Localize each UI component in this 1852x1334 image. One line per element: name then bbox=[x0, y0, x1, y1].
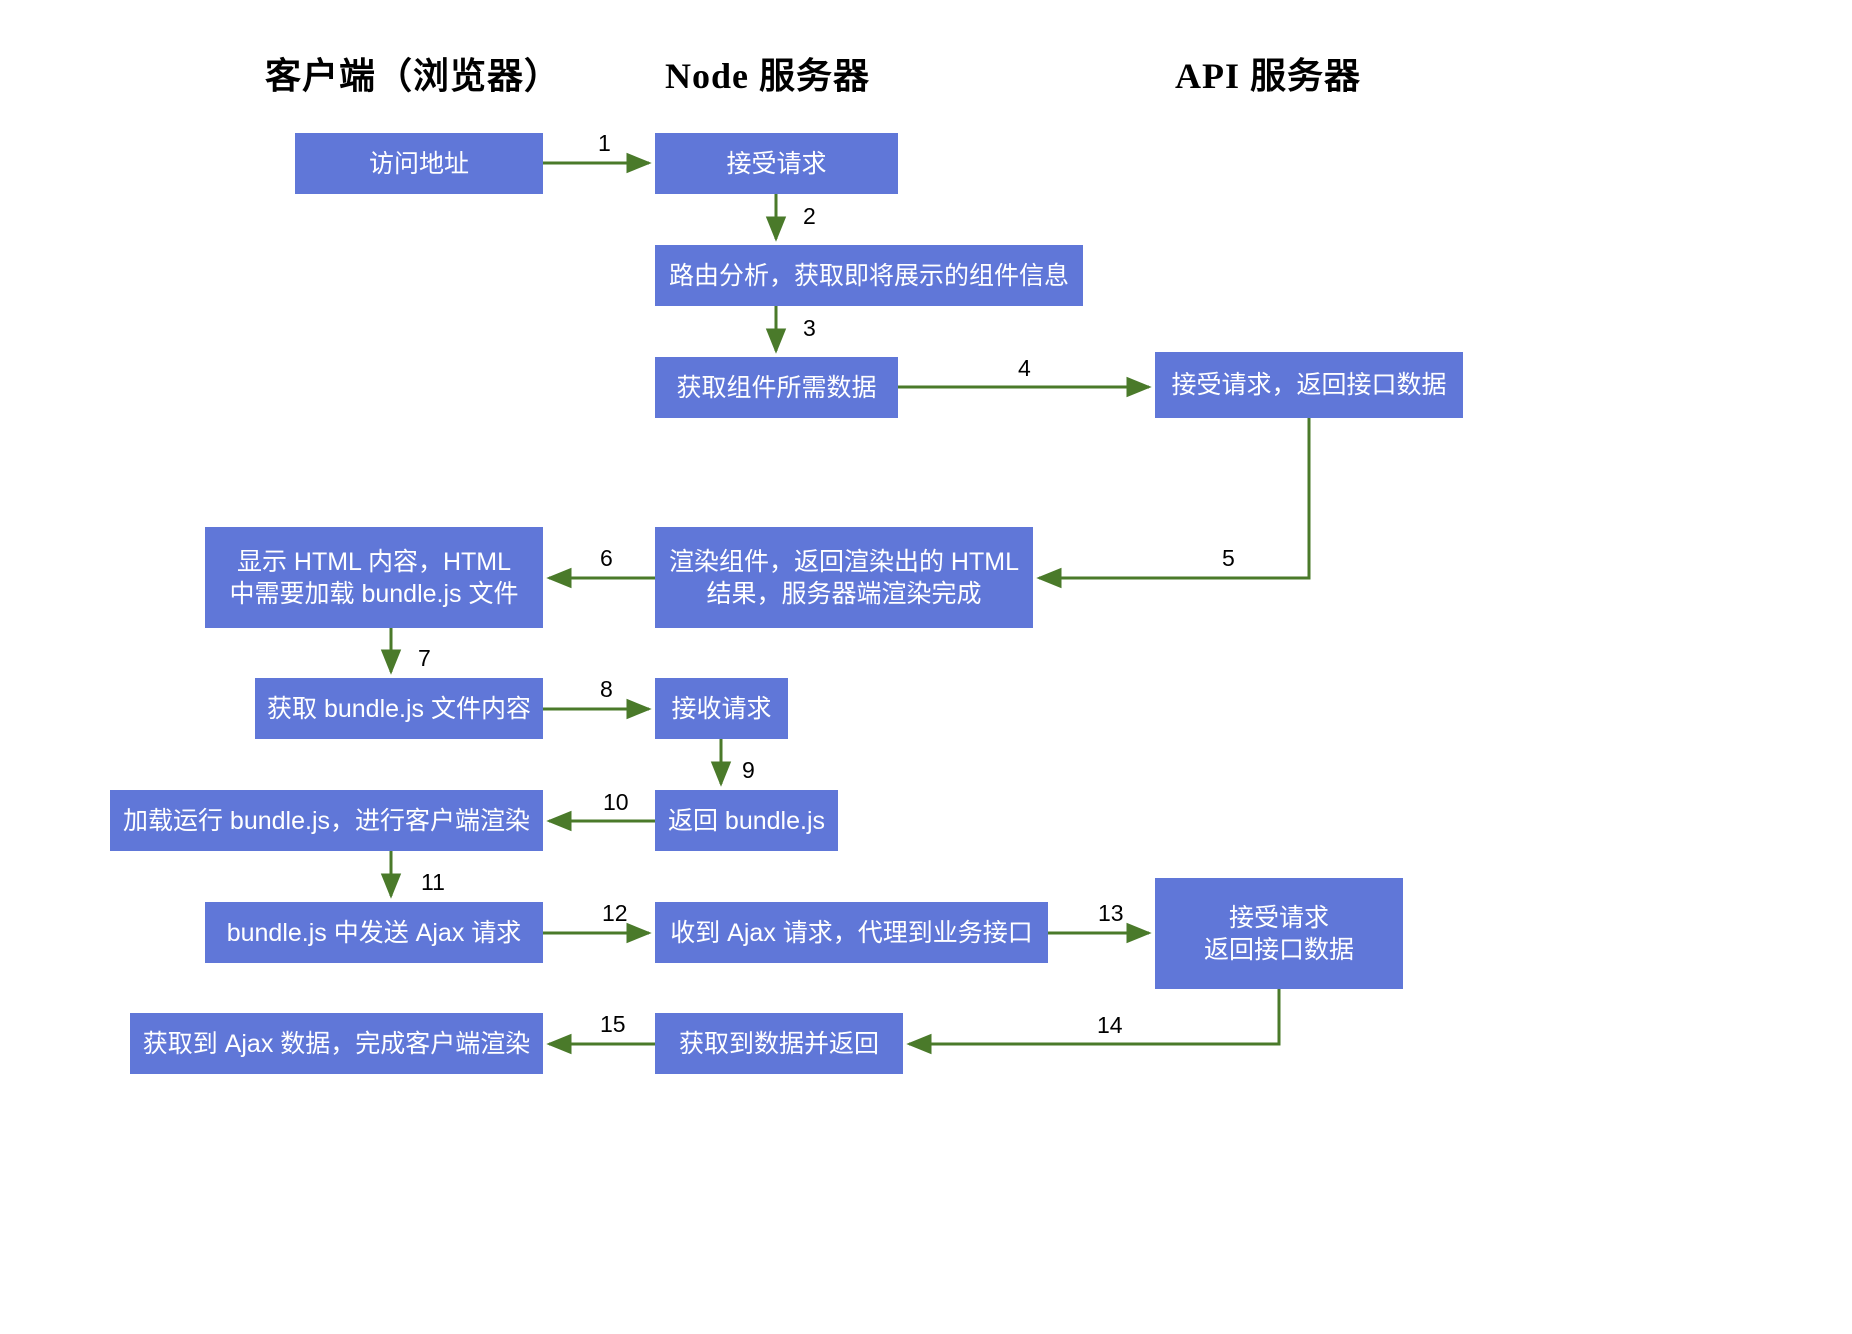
node-receive-request[interactable]: 接收请求 bbox=[655, 678, 788, 739]
node-fetch-bundle-content[interactable]: 获取 bundle.js 文件内容 bbox=[255, 678, 543, 739]
node-return-bundle[interactable]: 返回 bundle.js bbox=[655, 790, 838, 851]
edge-label-14: 14 bbox=[1097, 1012, 1123, 1038]
edge-label-12: 12 bbox=[602, 900, 628, 926]
edge-label-7: 7 bbox=[418, 645, 431, 671]
arrow-5 bbox=[1036, 418, 1311, 589]
node-api-accept-return-data-2[interactable]: 接受请求 返回接口数据 bbox=[1155, 878, 1403, 989]
node-ajax-data-client-render[interactable]: 获取到 Ajax 数据，完成客户端渲染 bbox=[130, 1013, 543, 1074]
node-fetch-component-data[interactable]: 获取组件所需数据 bbox=[655, 357, 898, 418]
edge-label-11: 11 bbox=[421, 869, 445, 895]
edge-label-6: 6 bbox=[600, 545, 613, 571]
edge-label-5: 5 bbox=[1222, 545, 1235, 571]
edge-label-3: 3 bbox=[803, 315, 816, 341]
node-accept-request[interactable]: 接受请求 bbox=[655, 133, 898, 194]
edge-label-2: 2 bbox=[803, 203, 816, 229]
node-run-bundle-client-render[interactable]: 加载运行 bundle.js，进行客户端渲染 bbox=[110, 790, 543, 851]
edge-label-8: 8 bbox=[600, 676, 613, 702]
edge-label-4: 4 bbox=[1018, 355, 1031, 381]
node-fetch-data-and-return[interactable]: 获取到数据并返回 bbox=[655, 1013, 903, 1074]
node-render-component-ssr[interactable]: 渲染组件，返回渲染出的 HTML 结果，服务器端渲染完成 bbox=[655, 527, 1033, 628]
edge-label-15: 15 bbox=[600, 1011, 626, 1037]
node-api-accept-return-data[interactable]: 接受请求，返回接口数据 bbox=[1155, 352, 1463, 418]
arrow-14 bbox=[906, 989, 1281, 1055]
node-visit-address[interactable]: 访问地址 bbox=[295, 133, 543, 194]
edge-label-10: 10 bbox=[603, 789, 629, 815]
node-receive-ajax-proxy[interactable]: 收到 Ajax 请求，代理到业务接口 bbox=[655, 902, 1048, 963]
edge-label-9: 9 bbox=[742, 757, 755, 783]
edge-label-1: 1 bbox=[598, 130, 611, 156]
column-title-node-server: Node 服务器 bbox=[665, 56, 870, 96]
node-send-ajax-request[interactable]: bundle.js 中发送 Ajax 请求 bbox=[205, 902, 543, 963]
column-title-client: 客户端（浏览器） bbox=[265, 56, 562, 96]
node-route-analysis[interactable]: 路由分析，获取即将展示的组件信息 bbox=[655, 245, 1083, 306]
edge-label-13: 13 bbox=[1098, 900, 1124, 926]
column-title-api-server: API 服务器 bbox=[1175, 56, 1361, 96]
node-display-html-content[interactable]: 显示 HTML 内容，HTML 中需要加载 bundle.js 文件 bbox=[205, 527, 543, 628]
